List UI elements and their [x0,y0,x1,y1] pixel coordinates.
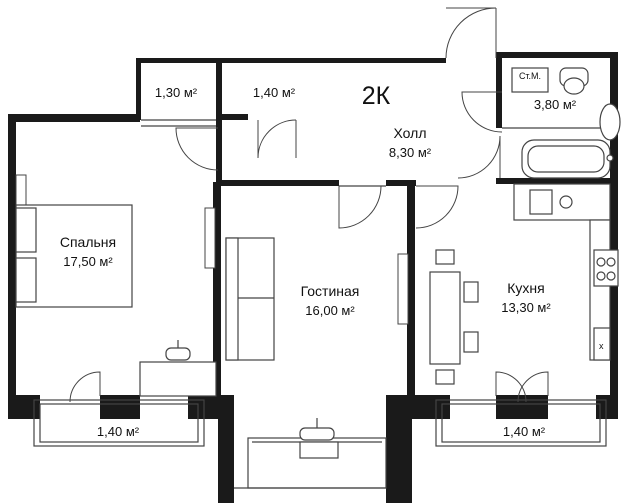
closet-1-area: 1,30 м² [155,85,198,100]
living-desk-icon [299,418,339,459]
balcony-left-area: 1,40 м² [97,424,140,439]
kitchen-area: 13,30 м² [501,300,551,315]
bed-icon [15,204,133,308]
sofa-icon [225,237,275,361]
closet-2-area: 1,40 м² [253,85,296,100]
apartment-type-label: 2К [362,82,391,110]
bedroom-area: 17,50 м² [63,254,113,269]
bathroom-fixtures [521,67,621,179]
thin-lines [33,67,610,489]
bathroom-area: 3,80 м² [534,97,577,112]
kitchen-name: Кухня [507,280,544,296]
balcony-right-area: 1,40 м² [503,424,546,439]
fridge-mark: x [599,341,604,351]
kitchen-counter [513,183,619,361]
living-area: 16,00 м² [305,303,355,318]
bedroom-name: Спальня [60,234,116,250]
hall-area: 8,30 м² [389,145,432,160]
door-swings [69,7,549,403]
living-name: Гостиная [301,283,360,299]
walls [8,52,618,503]
dining-table-icon [429,249,479,385]
washer-label: Ст.М. [519,71,541,81]
hall-name: Холл [394,125,427,141]
desk-icon [139,340,217,397]
